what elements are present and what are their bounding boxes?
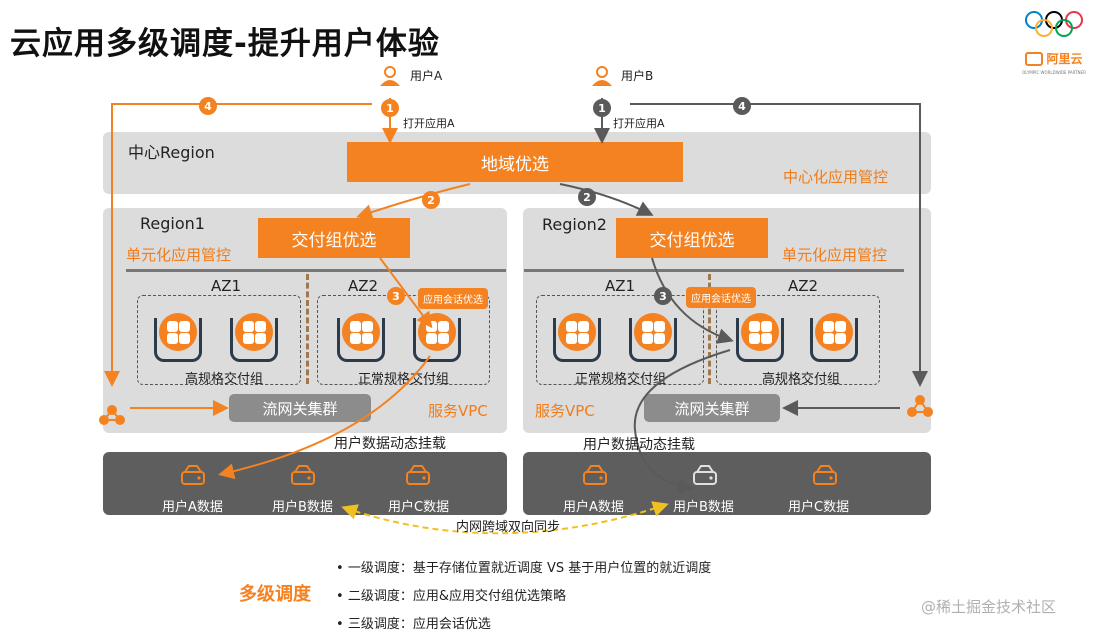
app-container bbox=[810, 312, 858, 362]
summary-heading: 多级调度 bbox=[239, 584, 311, 605]
watermark: @稀土掘金技术社区 bbox=[921, 598, 1057, 616]
region2-gateway-cluster: 流网关集群 bbox=[644, 394, 780, 422]
app-icon bbox=[634, 312, 672, 351]
app-container bbox=[154, 312, 202, 362]
region2-az2-label: AZ2 bbox=[788, 277, 819, 295]
region2-divider bbox=[524, 269, 904, 272]
storage-icon bbox=[405, 464, 431, 490]
region2-az1-group bbox=[536, 295, 704, 385]
open-app-a-label: 打开应用A bbox=[403, 117, 455, 130]
data-label: 用户C数据 bbox=[788, 500, 850, 515]
region2-session-tag: 应用会话优选 bbox=[686, 287, 756, 308]
olympic-rings-icon bbox=[1025, 11, 1083, 37]
summary-item: • 二级调度：应用&应用交付组优选策略 bbox=[336, 589, 566, 604]
brand-text: 阿里云 bbox=[1046, 52, 1083, 66]
step-1-marker: 1 bbox=[593, 99, 611, 117]
region2-az1-label: AZ1 bbox=[605, 277, 636, 295]
app-icon bbox=[342, 312, 380, 351]
region1-session-tag: 应用会话优选 bbox=[418, 288, 488, 309]
step-3-marker: 3 bbox=[654, 287, 672, 305]
region1-gateway-cluster: 流网关集群 bbox=[229, 394, 371, 422]
app-icon bbox=[159, 312, 197, 351]
region1-az1-group-label: 高规格交付组 bbox=[185, 372, 264, 387]
step-1-marker: 1 bbox=[381, 99, 399, 117]
summary-item: • 一级调度：基于存储位置就近调度 VS 基于用户位置的就近调度 bbox=[336, 561, 712, 576]
storage-icon bbox=[180, 464, 206, 490]
step-2-marker: 2 bbox=[422, 191, 440, 209]
app-container bbox=[337, 312, 385, 362]
mount-label-left: 用户数据动态挂载 bbox=[334, 436, 446, 452]
user-a-icon bbox=[380, 66, 400, 86]
region1-az-separator bbox=[306, 274, 312, 384]
open-app-a-label-2: 打开应用A bbox=[613, 117, 665, 130]
region1-label: Region1 bbox=[140, 214, 205, 233]
step-4-marker: 4 bbox=[199, 97, 217, 115]
data-label: 用户A数据 bbox=[162, 500, 223, 515]
app-container bbox=[230, 312, 278, 362]
logo: 阿里云 OLYMPIC WORLDWIDE PARTNER bbox=[1016, 8, 1092, 78]
step-2-marker: 2 bbox=[578, 188, 596, 206]
page-title: 云应用多级调度-提升用户体验 bbox=[10, 26, 440, 62]
app-container bbox=[553, 312, 601, 362]
region1-az2-label: AZ2 bbox=[348, 277, 379, 295]
storage-icon bbox=[290, 464, 316, 490]
region2-az2-group-label: 高规格交付组 bbox=[762, 372, 841, 387]
app-icon bbox=[815, 312, 853, 351]
center-region-label: 中心Region bbox=[128, 143, 215, 162]
app-container bbox=[736, 312, 784, 362]
region-select-box: 地域优选 bbox=[347, 142, 683, 182]
app-icon bbox=[558, 312, 596, 351]
region2-vpc-label: 服务VPC bbox=[535, 402, 595, 420]
region1-az1-label: AZ1 bbox=[211, 277, 242, 295]
summary-item: • 三级调度：应用会话优选 bbox=[336, 617, 491, 632]
mount-label-right: 用户数据动态挂载 bbox=[583, 437, 695, 453]
region1-group-select-box: 交付组优选 bbox=[258, 218, 410, 258]
share-icon bbox=[99, 405, 125, 425]
share-icon bbox=[907, 395, 933, 417]
app-container bbox=[629, 312, 677, 362]
region1-az2-group-label: 正常规格交付组 bbox=[358, 372, 450, 387]
data-label: 用户B数据 bbox=[272, 500, 333, 515]
step-4-marker: 4 bbox=[733, 97, 751, 115]
app-icon bbox=[741, 312, 779, 351]
region2-label: Region2 bbox=[542, 215, 607, 234]
user-b-label: 用户B bbox=[621, 69, 654, 83]
region2-group-select-box: 交付组优选 bbox=[616, 218, 768, 258]
storage-icon bbox=[692, 464, 718, 490]
user-b-icon bbox=[592, 66, 612, 86]
sync-label: 内网跨域双向同步 bbox=[456, 520, 561, 535]
storage-icon bbox=[582, 464, 608, 490]
summary-list: • 一级调度：基于存储位置就近调度 VS 基于用户位置的就近调度 • 二级调度：… bbox=[336, 557, 711, 641]
region2-mgmt-label: 单元化应用管控 bbox=[782, 246, 888, 264]
data-label: 用户B数据 bbox=[673, 500, 734, 515]
step-3-marker: 3 bbox=[387, 287, 405, 305]
brand-subtext: OLYMPIC WORLDWIDE PARTNER bbox=[1022, 70, 1086, 75]
region1-mgmt-label: 单元化应用管控 bbox=[126, 246, 232, 264]
central-mgmt-label: 中心化应用管控 bbox=[783, 168, 889, 186]
storage-icon bbox=[812, 464, 838, 490]
region1-az1-group bbox=[137, 295, 301, 385]
user-a-label: 用户A bbox=[410, 69, 443, 83]
region2-az1-group-label: 正常规格交付组 bbox=[575, 372, 667, 387]
region1-vpc-label: 服务VPC bbox=[428, 402, 488, 420]
region2-az-separator bbox=[708, 274, 714, 384]
app-icon bbox=[235, 312, 273, 351]
region1-divider bbox=[126, 269, 506, 272]
